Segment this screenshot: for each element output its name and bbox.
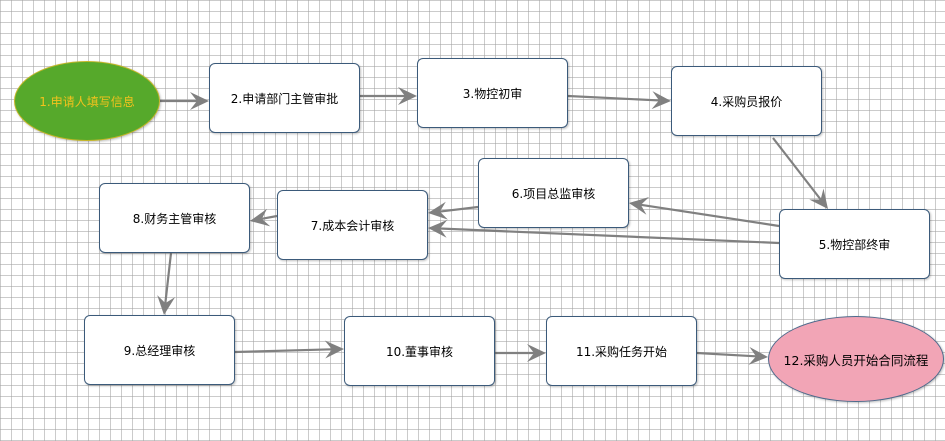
node-7-label: 7.成本会计审核: [310, 218, 395, 233]
node-5-label: 5.物控部终审: [818, 237, 891, 252]
node-4-buyer-quotation[interactable]: 4.采购员报价: [671, 66, 822, 136]
edge-n7-n8: [250, 208, 278, 227]
node-8-label: 8.财务主管审核: [132, 211, 217, 226]
node-4-label: 4.采购员报价: [710, 94, 783, 109]
edge-line: [567, 94, 660, 102]
edge-line: [439, 205, 479, 213]
edge-line: [696, 351, 757, 358]
arrow-head-icon: [629, 196, 650, 215]
edge-line: [234, 348, 333, 354]
arrow-head-icon: [428, 219, 448, 238]
edge-line: [261, 214, 278, 220]
node-11-procurement-task-start[interactable]: 11.采购任务开始: [546, 316, 697, 386]
edge-n9-n10: [234, 340, 344, 359]
node-11-label: 11.采购任务开始: [575, 344, 668, 359]
edge-line: [164, 252, 173, 304]
node-2-label: 2.申请部门主管审批: [230, 91, 339, 106]
node-5-material-control-final-review[interactable]: 5.物控部终审: [779, 209, 930, 279]
node-9-label: 9.总经理审核: [123, 343, 196, 358]
node-9-general-manager-review[interactable]: 9.总经理审核: [84, 315, 235, 385]
node-12-label: 12.采购人员开始合同流程: [783, 352, 929, 368]
node-10-label: 10.董事审核: [385, 344, 454, 359]
node-3-material-control-initial-review[interactable]: 3.物控初审: [417, 58, 568, 128]
node-12-buyer-start-contract-flow[interactable]: 12.采购人员开始合同流程: [768, 316, 944, 402]
node-8-finance-manager-review[interactable]: 8.财务主管审核: [99, 183, 250, 253]
node-3-label: 3.物控初审: [462, 86, 523, 101]
arrow-head-icon: [527, 344, 546, 362]
arrow-head-icon: [250, 208, 271, 227]
arrow-head-icon: [324, 340, 344, 359]
arrow-head-icon: [157, 295, 176, 315]
node-6-project-director-review[interactable]: 6.项目总监审核: [478, 158, 629, 228]
edge-n6-n7: [428, 201, 479, 220]
edge-line: [640, 203, 780, 228]
arrow-head-icon: [398, 87, 417, 105]
node-10-director-review[interactable]: 10.董事审核: [344, 316, 495, 386]
arrow-head-icon: [809, 188, 828, 209]
edge-n8-n9: [157, 252, 176, 315]
node-1-applicant-fill-info[interactable]: 1.申请人填写信息: [14, 61, 160, 141]
edge-n2-n3: [360, 87, 417, 105]
edge-n11-n12: [696, 346, 768, 365]
arrow-head-icon: [748, 346, 768, 365]
edge-n3-n4: [567, 91, 671, 110]
edge-n1-n2: [160, 92, 209, 110]
edge-n5-n6: [629, 196, 780, 228]
edge-line: [439, 227, 780, 245]
node-6-label: 6.项目总监审核: [511, 186, 596, 201]
edge-line: [772, 137, 822, 201]
node-1-label: 1.申请人填写信息: [39, 94, 135, 109]
arrow-head-icon: [651, 91, 671, 110]
arrow-head-icon: [428, 201, 448, 220]
edge-n10-n11: [495, 344, 546, 362]
node-2-dept-manager-approval[interactable]: 2.申请部门主管审批: [209, 63, 360, 133]
edge-n4-n5: [772, 137, 828, 209]
node-7-cost-accountant-review[interactable]: 7.成本会计审核: [277, 190, 428, 260]
arrow-head-icon: [190, 92, 209, 110]
